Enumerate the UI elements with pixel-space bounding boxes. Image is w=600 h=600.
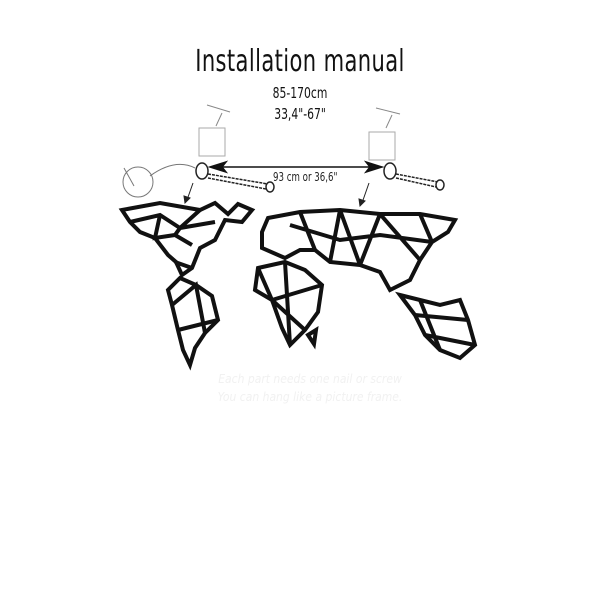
world-map-americas: [118, 200, 256, 371]
mount-arrows: [183, 182, 370, 208]
distance-label: 93 cm or 36,6": [273, 170, 338, 184]
title: Installation manual: [195, 44, 405, 79]
left-screw-icon: [195, 162, 275, 193]
wall-plug-icon: [122, 163, 196, 198]
distance-arrow: [207, 160, 385, 174]
note-line-1: Each part needs one nail or screw: [218, 372, 402, 386]
right-screw-icon: [383, 162, 445, 191]
size-inch-label: 33,4"-67": [274, 105, 326, 123]
note-line-2: You can hang like a picture frame.: [217, 390, 403, 404]
size-cm-label: 85-170cm: [272, 84, 328, 102]
right-nail-icon: [368, 107, 401, 161]
left-nail-icon: [198, 104, 231, 157]
world-map-eastern: [252, 207, 478, 361]
